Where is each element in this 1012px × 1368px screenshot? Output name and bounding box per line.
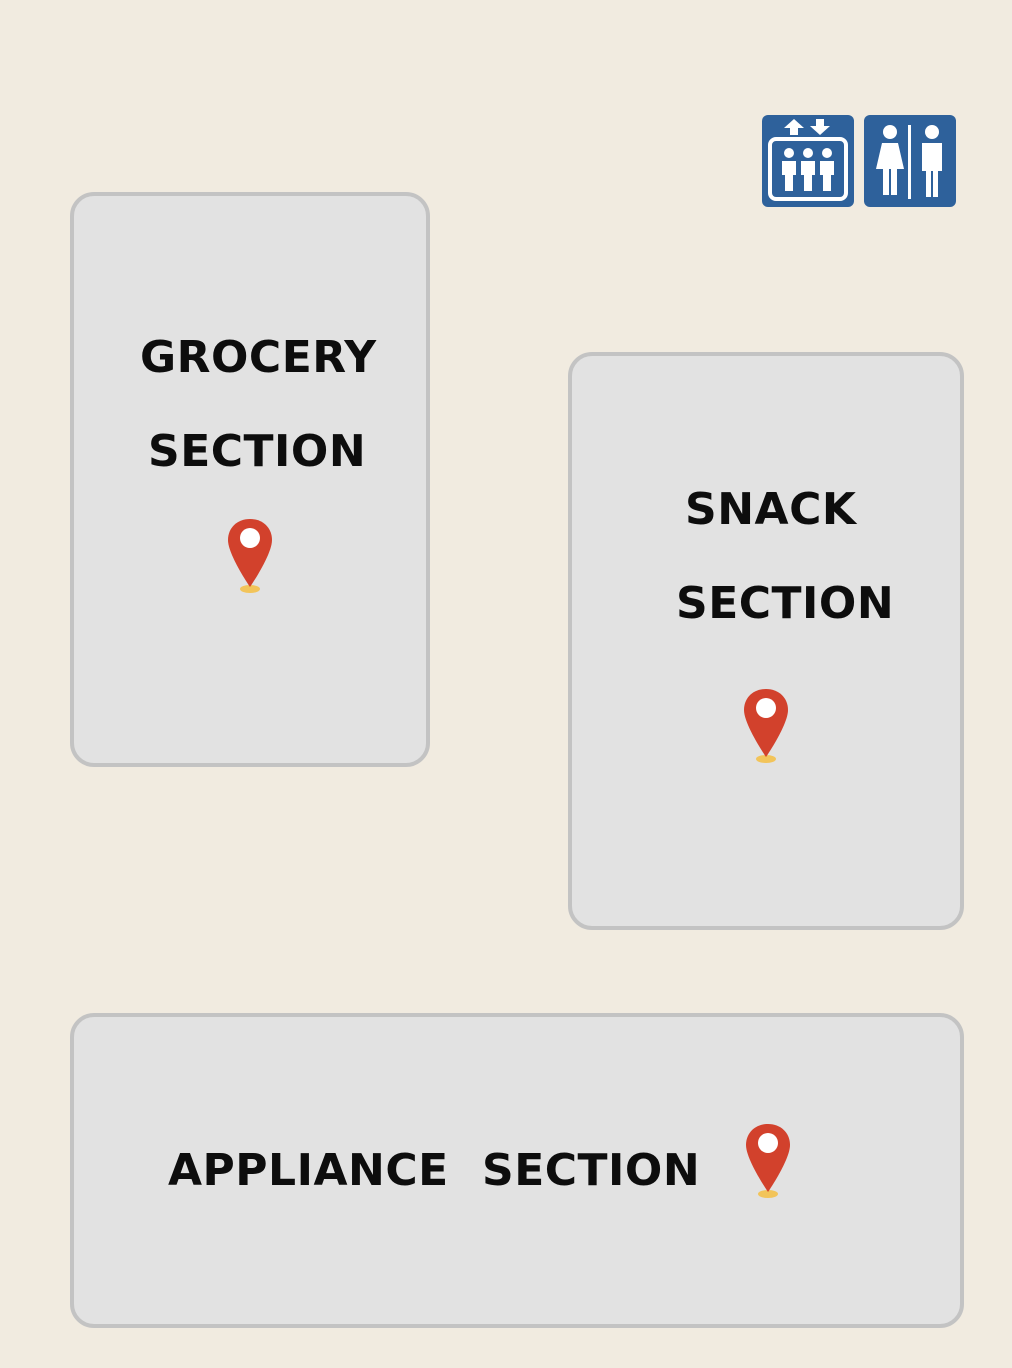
- snack-section-label-line1: SNACK: [685, 484, 857, 535]
- grocery-section-label-line2: SECTION: [148, 426, 367, 477]
- location-pin-icon[interactable]: [744, 1122, 792, 1200]
- restroom-icon[interactable]: [864, 115, 956, 207]
- location-pin-icon[interactable]: [226, 517, 274, 595]
- grocery-section[interactable]: GROCERY SECTION: [70, 192, 430, 767]
- snack-section-label-line2: SECTION: [676, 578, 895, 629]
- snack-section[interactable]: SNACK SECTION: [568, 352, 964, 930]
- appliance-section-label-word1: APPLIANCE: [168, 1145, 449, 1196]
- appliance-section-label-word2: SECTION: [482, 1145, 701, 1196]
- grocery-section-label-line1: GROCERY: [140, 332, 377, 383]
- appliance-section[interactable]: APPLIANCE SECTION: [70, 1013, 964, 1328]
- elevator-icon[interactable]: [762, 115, 854, 207]
- location-pin-icon[interactable]: [742, 687, 790, 765]
